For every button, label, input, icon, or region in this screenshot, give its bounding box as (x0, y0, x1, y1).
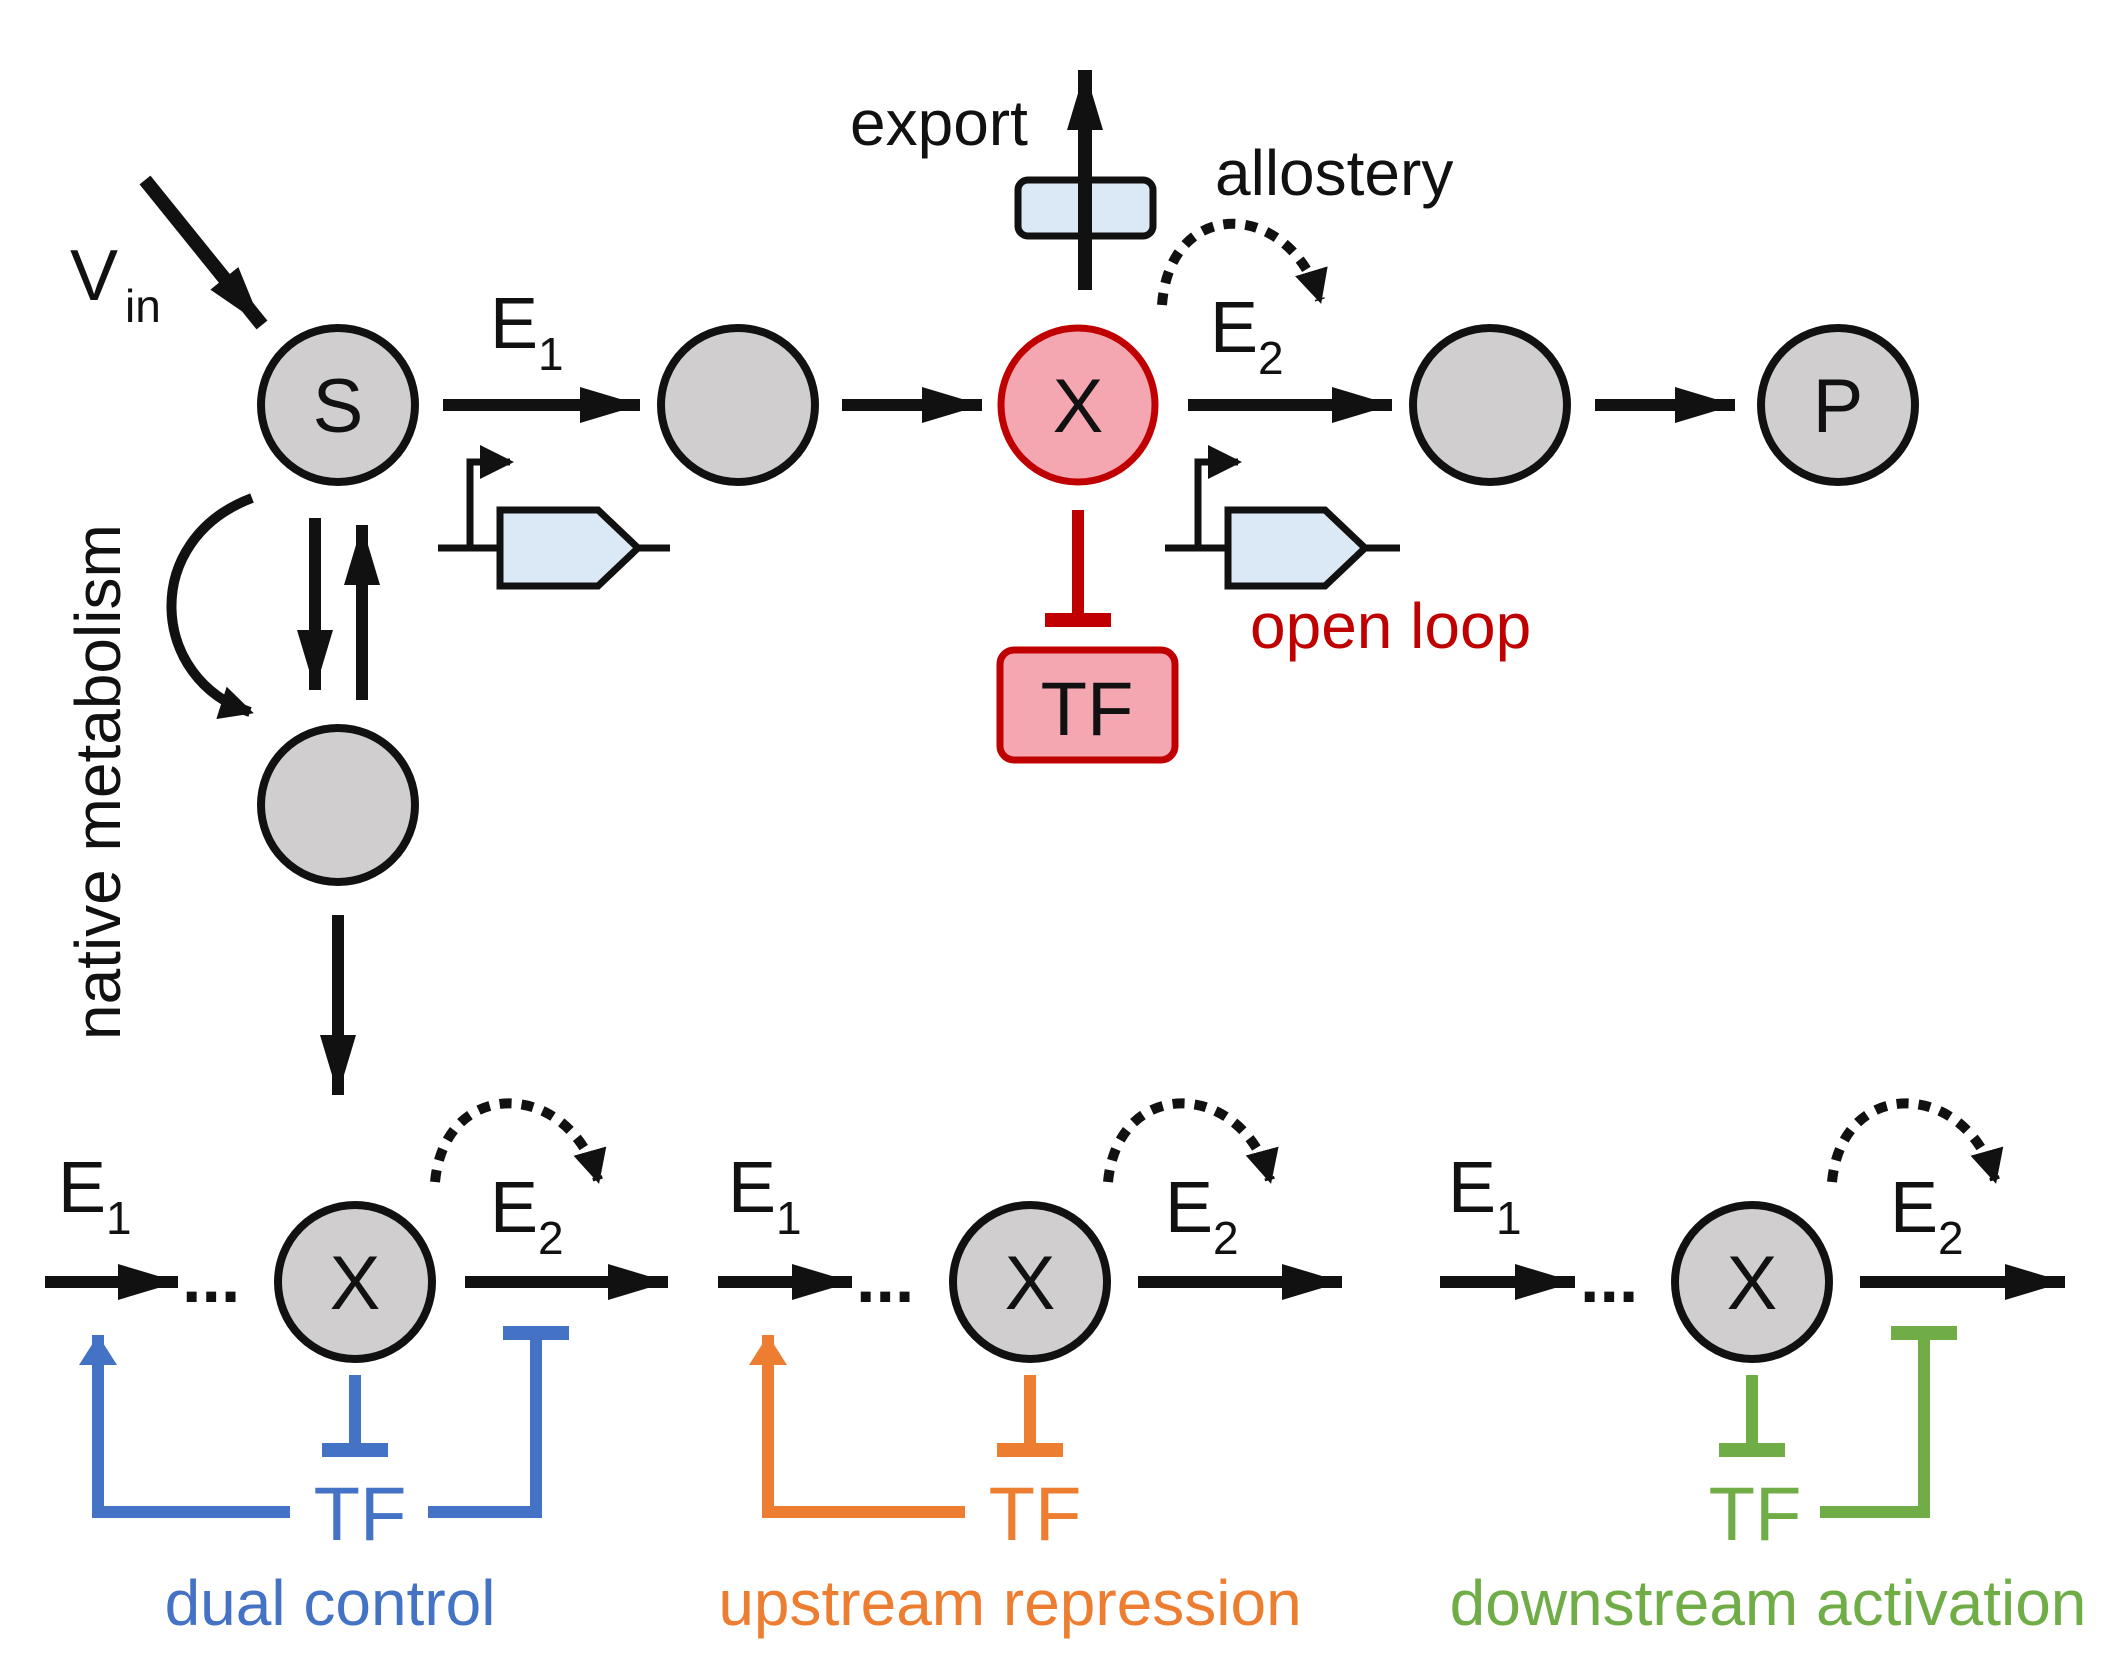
m2-caption: upstream repression (718, 1567, 1301, 1639)
m2-x-label: X (1005, 1241, 1056, 1326)
e2-gene-cassette-icon (1165, 445, 1400, 590)
m3-x-node (1671, 1201, 1833, 1363)
m1-e1-sub: 1 (106, 1192, 132, 1244)
e1-sub: 1 (538, 328, 564, 380)
native-metabolism-curved-arrow (166, 493, 254, 720)
x-node-open-loop: X (997, 324, 1159, 486)
substrate-node: S (257, 324, 419, 486)
open-loop-label: open loop (1250, 590, 1531, 662)
export-label: export (850, 87, 1028, 159)
intermediate-node-1 (657, 324, 819, 486)
m1-e2-sub: 2 (538, 1212, 564, 1264)
open-loop-tf-label: TF (1041, 667, 1134, 752)
m3-downstream-link (1820, 1333, 1930, 1518)
m3-caption: downstream activation (1450, 1567, 2087, 1639)
m3-e2-main: E (1890, 1168, 1938, 1248)
intermediate-node-2 (1409, 324, 1571, 486)
m1-x-label: X (330, 1241, 381, 1326)
e1-gene-cassette-icon (438, 445, 670, 590)
m1-e2-main: E (490, 1168, 538, 1248)
vin-label: V in (70, 236, 161, 332)
m3-e2-sub: 2 (1938, 1212, 1964, 1264)
m3-e1-sub: 1 (1496, 1192, 1522, 1244)
motif-upstream-repression: E 1 ... X E 2 TF upstream repression (718, 1098, 1342, 1639)
motif-downstream-activation: E 1 ... X E 2 TF downstream activation (1440, 1098, 2087, 1639)
product-node: P (1757, 324, 1919, 486)
m2-e1-sub: 1 (776, 1192, 802, 1244)
m1-downstream-repression (428, 1333, 542, 1518)
motif-dual-control: E 1 ... X E 2 TF dual control (45, 1098, 668, 1639)
m3-ellipsis: ... (1580, 1239, 1638, 1317)
m3-e1-main: E (1448, 1148, 1496, 1228)
product-label: P (1813, 364, 1864, 449)
m3-allostery-dotted-arrow (1827, 1098, 2004, 1184)
e1-label: E 1 (490, 284, 564, 380)
x-label: X (1053, 364, 1104, 449)
m2-ellipsis: ... (856, 1239, 914, 1317)
m2-upstream-link (749, 1335, 965, 1518)
e2-sub: 2 (1258, 332, 1284, 384)
m1-ellipsis: ... (182, 1239, 240, 1317)
m2-allostery-dotted-arrow (1103, 1098, 1279, 1184)
m1-x-node (274, 1201, 436, 1363)
m1-allostery-dotted-arrow (430, 1098, 607, 1184)
substrate-label: S (313, 364, 364, 449)
m1-caption: dual control (165, 1567, 496, 1639)
e1-main: E (490, 284, 538, 364)
m2-e1-main: E (728, 1148, 776, 1228)
branch-node (257, 724, 419, 886)
m1-tf-label: TF (314, 1472, 407, 1557)
native-metabolism-label: native metabolism (62, 524, 134, 1040)
m1-upstream-activation (79, 1335, 290, 1518)
vin-main: V (70, 236, 118, 316)
allostery-dotted-arrow (1157, 218, 1328, 306)
open-loop-tf-box: TF (996, 646, 1179, 764)
m2-tf-label: TF (989, 1472, 1082, 1557)
m2-x-node (949, 1201, 1111, 1363)
m3-tf-label: TF (1709, 1472, 1802, 1557)
vin-input-arrow (139, 175, 268, 330)
vin-sub: in (125, 280, 161, 332)
allostery-label: allostery (1215, 137, 1453, 209)
m2-e2-main: E (1165, 1168, 1213, 1248)
m3-x-label: X (1727, 1241, 1778, 1326)
m2-e2-sub: 2 (1213, 1212, 1239, 1264)
e2-main: E (1210, 288, 1258, 368)
m1-e1-main: E (58, 1148, 106, 1228)
e2-label: E 2 (1210, 288, 1284, 384)
